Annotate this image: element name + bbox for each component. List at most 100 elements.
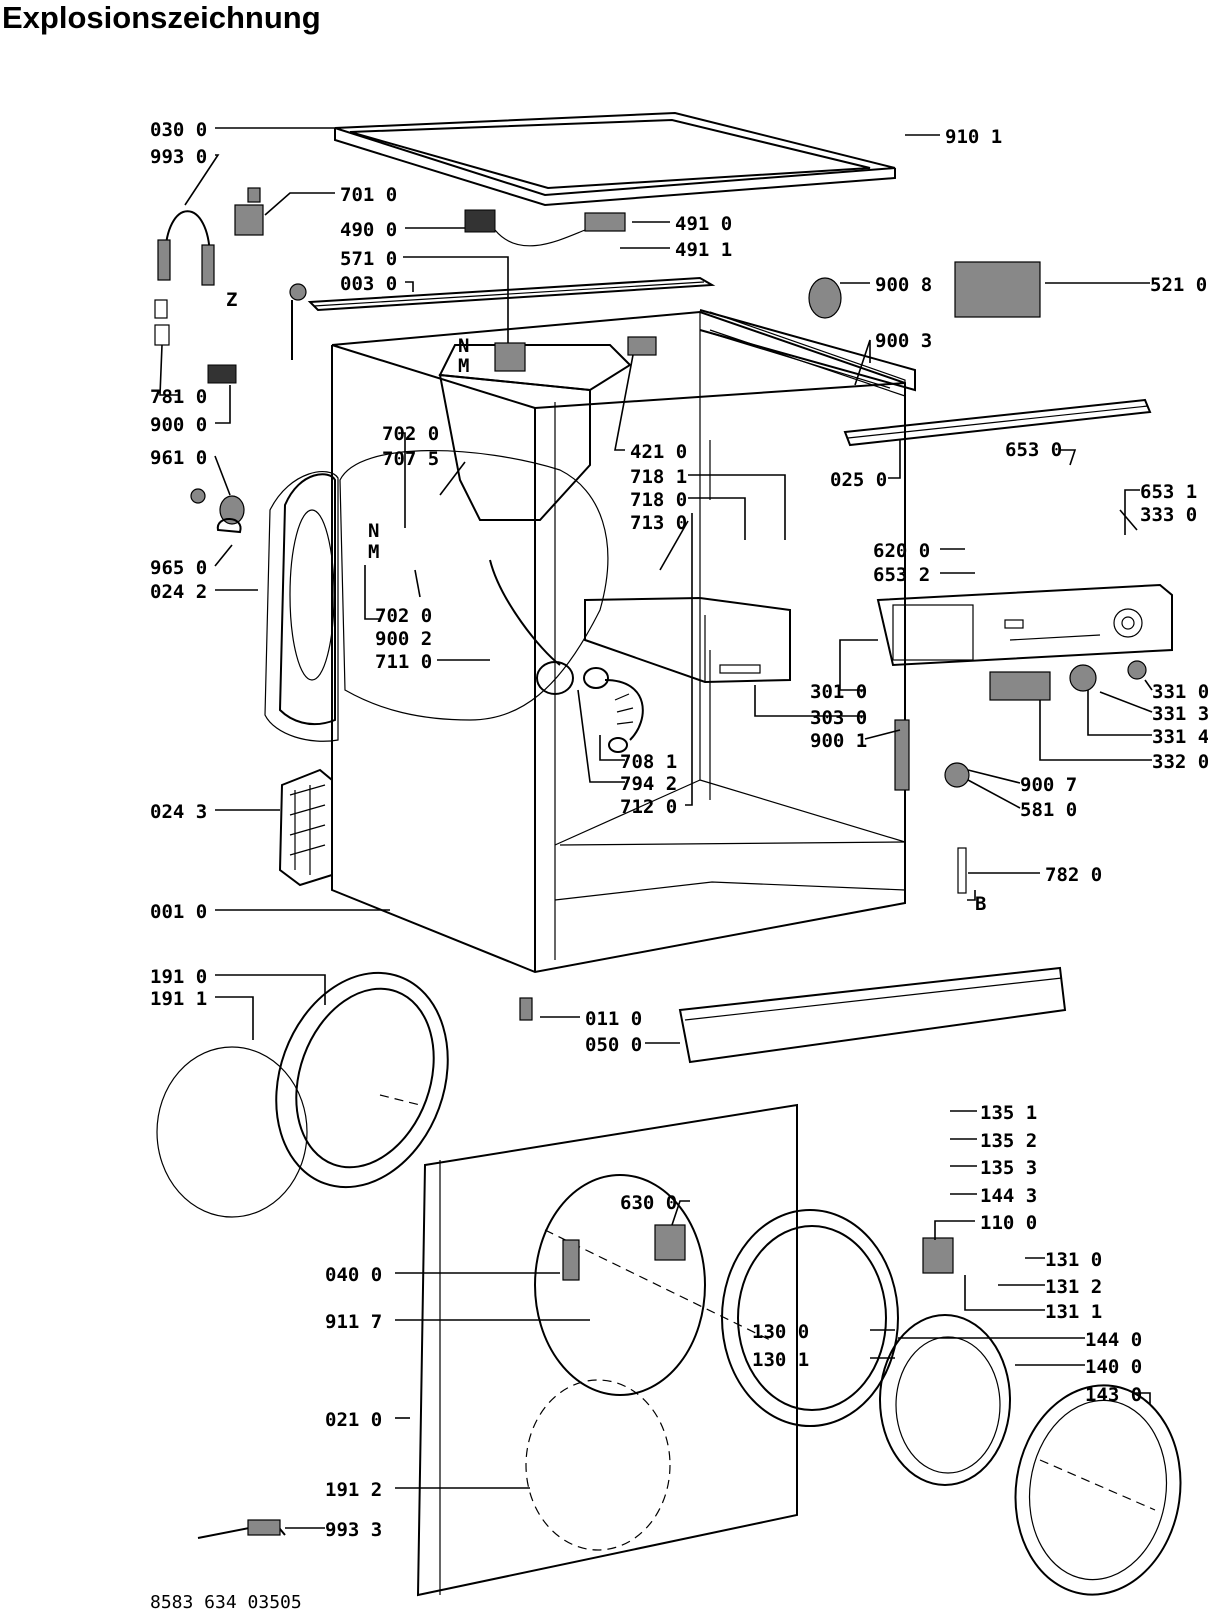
dispenser-housing-part <box>438 344 632 695</box>
part-label: 491 0 <box>675 213 732 235</box>
part-label: 900 0 <box>150 414 207 436</box>
top-cover-part <box>334 111 896 207</box>
part-label: 713 0 <box>630 512 687 534</box>
part-label: 131 0 <box>1045 1249 1102 1271</box>
rear-panel-strip-part <box>699 309 916 392</box>
drawing-parts <box>154 111 1182 1597</box>
part-label: 653 1 <box>1140 481 1197 503</box>
part-label: 993 0 <box>150 146 207 168</box>
part-label: 024 3 <box>150 801 207 823</box>
part-label: 900 7 <box>1020 774 1077 796</box>
front-strip-part <box>843 398 1152 447</box>
part-labels: 030 0 993 0 701 0 490 0 571 0 003 0 781 … <box>150 119 1208 1541</box>
front-panel-part <box>416 1103 798 1597</box>
part-label: 653 0 <box>1005 439 1062 461</box>
bellows-hose-part <box>583 667 644 753</box>
part-label: 794 2 <box>620 773 677 795</box>
door-ring-part <box>721 1209 899 1427</box>
part-label: 144 0 <box>1085 1329 1142 1351</box>
part-label: 571 0 <box>340 248 397 270</box>
part-label: 131 1 <box>1045 1301 1102 1323</box>
letter-callout: M <box>368 541 379 563</box>
detail-cloud-region <box>339 450 609 721</box>
letter-callout: M <box>458 355 469 377</box>
letter-callout: B <box>975 893 986 915</box>
dispenser-drawer-part <box>584 596 791 684</box>
part-label: 331 0 <box>1152 681 1208 703</box>
part-label: 711 0 <box>375 651 432 673</box>
part-label: 701 0 <box>340 184 397 206</box>
part-label: 961 0 <box>150 447 207 469</box>
part-label: 620 0 <box>873 540 930 562</box>
small-components <box>154 187 1147 1539</box>
vent-grille-part <box>278 768 333 887</box>
part-label: 331 4 <box>1152 726 1208 748</box>
door-glass-part <box>879 1314 1011 1486</box>
part-label: 191 1 <box>150 988 207 1010</box>
part-label: 333 0 <box>1140 504 1197 526</box>
part-label: 708 1 <box>620 751 677 773</box>
part-label: 421 0 <box>630 441 687 463</box>
rear-strip-part <box>307 276 716 312</box>
part-label: 900 8 <box>875 274 932 296</box>
part-label: 581 0 <box>1020 799 1077 821</box>
part-label: 140 0 <box>1085 1356 1142 1378</box>
part-label: 521 0 <box>1150 274 1207 296</box>
part-label: 331 3 <box>1152 703 1208 725</box>
letter-callout: Z <box>226 289 237 311</box>
page-title: Explosionszeichnung <box>2 0 321 35</box>
letter-callout: N <box>368 520 379 542</box>
part-label: 702 0 <box>382 423 439 445</box>
part-label: 135 1 <box>980 1102 1037 1124</box>
part-label: 040 0 <box>325 1264 382 1286</box>
part-label: 332 0 <box>1152 751 1208 773</box>
part-label: 131 2 <box>1045 1276 1102 1298</box>
part-label: 911 7 <box>325 1311 382 1333</box>
part-label: 144 3 <box>980 1185 1037 1207</box>
part-label: 900 2 <box>375 628 432 650</box>
part-label: 781 0 <box>150 386 207 408</box>
part-label: 965 0 <box>150 557 207 579</box>
part-label: 301 0 <box>810 681 867 703</box>
part-label: 900 3 <box>875 330 932 352</box>
part-label: 021 0 <box>325 1409 382 1431</box>
part-label: 024 2 <box>150 581 207 603</box>
part-label: 191 0 <box>150 966 207 988</box>
part-label: 191 2 <box>325 1479 382 1501</box>
part-label: 630 0 <box>620 1192 677 1214</box>
part-label: 303 0 <box>810 707 867 729</box>
part-label: 702 0 <box>375 605 432 627</box>
part-label: 110 0 <box>980 1212 1037 1234</box>
part-label: 135 2 <box>980 1130 1037 1152</box>
part-label: 491 1 <box>675 239 732 261</box>
drawing-code: 8583 634 03505 <box>150 1592 302 1613</box>
part-label: 001 0 <box>150 901 207 923</box>
part-label: 130 1 <box>752 1349 809 1371</box>
part-label: 707 5 <box>382 448 439 470</box>
part-label: 030 0 <box>150 119 207 141</box>
part-label: 003 0 <box>340 273 397 295</box>
part-label: 653 2 <box>873 564 930 586</box>
letter-callout: N <box>458 335 469 357</box>
part-label: 900 1 <box>810 730 867 752</box>
leader-lines <box>159 127 1153 1529</box>
control-panel-part <box>876 583 1173 667</box>
part-label: 490 0 <box>340 219 397 241</box>
part-label: 718 1 <box>630 466 687 488</box>
part-label: 910 1 <box>945 126 1002 148</box>
part-label: 143 0 <box>1085 1384 1142 1406</box>
part-label: 130 0 <box>752 1321 809 1343</box>
outer-door-part <box>1014 1384 1182 1596</box>
part-label: 135 3 <box>980 1157 1037 1179</box>
part-label: 782 0 <box>1045 864 1102 886</box>
part-label: 718 0 <box>630 489 687 511</box>
part-label: 011 0 <box>585 1008 642 1030</box>
rear-gasket-part <box>264 471 339 742</box>
door-gasket-part <box>156 971 449 1218</box>
part-label: 993 3 <box>325 1519 382 1541</box>
part-label: 712 0 <box>620 796 677 818</box>
plinth-panel-part <box>678 966 1067 1064</box>
part-label: 050 0 <box>585 1034 642 1056</box>
part-label: 025 0 <box>830 469 887 491</box>
